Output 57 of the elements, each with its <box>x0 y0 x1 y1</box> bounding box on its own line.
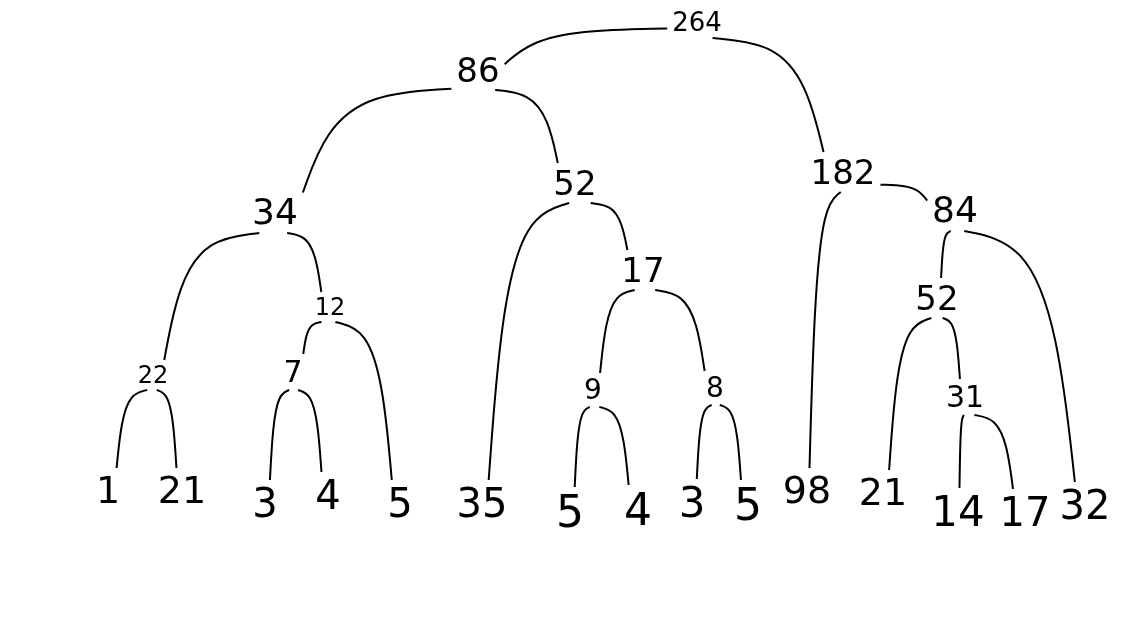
tree-node-value: 5 <box>554 490 586 534</box>
tree-node-value: 3 <box>250 483 280 523</box>
tree-branch-line <box>286 232 323 293</box>
tree-node-value: 17 <box>997 492 1053 532</box>
tree-node-value: 21 <box>155 471 209 509</box>
tree-node-value: 52 <box>551 166 599 200</box>
tree-branch-line <box>297 389 323 473</box>
tree-branch-line <box>573 406 591 488</box>
tree-node-value: 12 <box>312 295 348 319</box>
tree-node-value: 22 <box>135 363 171 387</box>
tree-node-value: 35 <box>454 483 510 523</box>
tree-node-value: 34 <box>250 194 300 230</box>
tree-node-value: 4 <box>622 488 654 532</box>
tree-branch-line <box>598 406 630 486</box>
tree-node-value: 1 <box>93 471 123 509</box>
tree-branch-line <box>503 27 669 66</box>
tree-node-value: 21 <box>856 473 910 511</box>
tree-branch-line <box>268 389 291 481</box>
tree-branch-line <box>301 87 453 194</box>
tree-branch-line <box>599 289 636 374</box>
tree-node-value: 182 <box>808 155 878 189</box>
tree-branch-line <box>115 389 149 469</box>
tree-branch-line <box>155 389 178 469</box>
tree-branch-line <box>711 37 825 153</box>
tree-node-value: 17 <box>619 253 667 287</box>
tree-branch-line <box>879 183 929 202</box>
tree-branch-line <box>695 404 713 480</box>
tree-node-value: 31 <box>943 382 987 412</box>
tree-branch-line <box>888 317 933 471</box>
tree-node-value: 264 <box>670 9 724 35</box>
tree-node-value: 84 <box>930 192 980 228</box>
tree-branch-line <box>940 230 952 279</box>
tree-branch-line <box>973 414 1014 490</box>
tree-node-value: 5 <box>732 483 764 527</box>
tree-branch-line <box>163 232 261 361</box>
tree-node-value: 32 <box>1057 485 1113 525</box>
tree-branch-line <box>302 321 323 355</box>
tree-branch-line <box>941 317 961 380</box>
tree-branch-line <box>334 321 393 481</box>
tree-branch-line <box>718 404 742 481</box>
tree-branch-line <box>963 230 1076 483</box>
tree-node-value: 3 <box>676 482 708 524</box>
tree-branch-line <box>487 202 571 481</box>
tree-node-value: 5 <box>385 483 415 523</box>
tree-branch-line <box>958 414 965 489</box>
tree-node-value: 14 <box>929 491 987 533</box>
tree-node-value: 9 <box>582 376 604 404</box>
tree-branch-line <box>589 202 629 251</box>
tree-branch-line <box>654 289 706 372</box>
tree-node-value: 86 <box>454 53 502 87</box>
tree-node-value: 52 <box>913 281 961 315</box>
tree-node-value: 7 <box>281 357 305 387</box>
tree-node-value: 98 <box>780 471 834 509</box>
tree-branch-line <box>494 89 559 164</box>
tree-node-value: 4 <box>313 475 343 515</box>
tree-branch-line <box>808 191 842 469</box>
tree-node-value: 8 <box>704 374 726 402</box>
